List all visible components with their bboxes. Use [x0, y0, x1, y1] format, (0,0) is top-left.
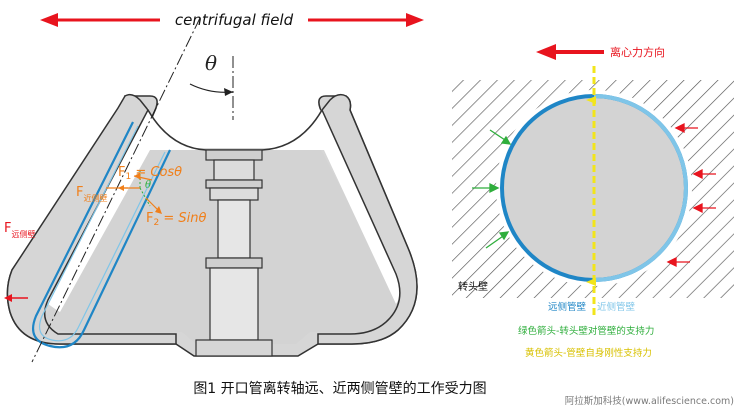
f2-label: F2 = Sinθ	[146, 211, 206, 228]
f2-main: F	[146, 211, 153, 226]
centrifugal-field-arrow	[40, 13, 424, 27]
f1-main: F	[118, 165, 125, 180]
legend-green: 绿色箭头-转头壁对管壁的支持力	[518, 325, 654, 337]
theta-arc-arrowhead	[224, 88, 233, 96]
f2-sub: 2	[153, 218, 159, 228]
yellow-support-arrows	[586, 96, 596, 286]
f1-equation: = Cosθ	[131, 165, 182, 180]
direction-arrowhead	[536, 44, 556, 60]
centrifugal-field-label: centrifugal field	[175, 11, 294, 29]
rotor-right-arm	[317, 93, 418, 345]
rotor-left-arm	[6, 93, 177, 345]
f-far-arrowhead	[4, 294, 12, 302]
direction-label: 离心力方向	[610, 45, 665, 59]
f-far-main: F	[4, 221, 11, 236]
f1-sub: 1	[125, 172, 131, 182]
f-near-main: F	[76, 185, 83, 200]
legend-yellow: 黄色箭头-管壁自身刚性支持力	[525, 347, 652, 359]
near-wall-arc	[593, 94, 688, 282]
figure-caption: 图1 开口管离转轴远、近两侧管壁的工作受力图	[193, 380, 486, 397]
f1-theta-small: θ	[145, 180, 151, 191]
right-cross-section: 离心力方向 转头壁 远侧管壁 近侧管壁 绿色	[452, 44, 734, 359]
f-near-wall-label: F近侧壁	[76, 185, 107, 203]
far-wall-label: 远侧管壁	[548, 301, 587, 313]
rotor-wall-label: 转头壁	[458, 280, 488, 293]
tube-outline[interactable]	[32, 121, 171, 349]
left-rotor-diagram: centrifugal field θ F1 = Cosθ θ F2 = Sin…	[4, 11, 424, 363]
f-near-sub: 近侧壁	[83, 193, 107, 203]
near-wall-label: 近侧管壁	[597, 301, 636, 313]
f2-equation: = Sinθ	[159, 211, 206, 226]
red-force-arrows	[666, 122, 716, 268]
theta-label: θ	[205, 51, 217, 75]
tube-axis	[31, 17, 201, 363]
central-shaft	[195, 149, 273, 357]
tube-inner-wall	[39, 125, 166, 342]
force-decomposition	[118, 168, 162, 214]
f-far-wall-label: F远侧壁	[4, 221, 35, 239]
watermark: 阿拉斯加科技(www.alifescience.com)	[565, 395, 734, 407]
f-far-sub: 远侧壁	[11, 229, 35, 239]
f1-label: F1 = Cosθ	[118, 165, 182, 182]
rotor-opening	[34, 108, 403, 312]
green-support-arrows	[472, 129, 512, 249]
